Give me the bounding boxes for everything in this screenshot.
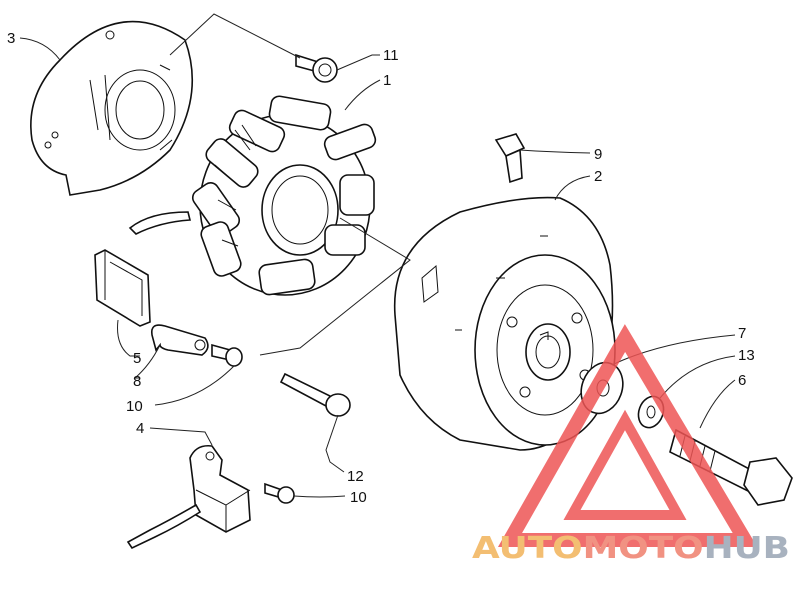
leader-7	[611, 334, 736, 366]
part-10-screw-upper	[211, 343, 243, 367]
leader-8	[133, 344, 161, 379]
watermark-text-moto: MOTO	[583, 531, 704, 566]
callout-5: 5	[133, 350, 141, 367]
leader-6	[699, 379, 736, 429]
callout-6: 6	[738, 372, 746, 389]
part-4-pickup-sensor	[126, 444, 251, 550]
part-11-flange-bolt	[295, 53, 338, 83]
leader-10a	[154, 365, 235, 406]
callout-4: 4	[136, 420, 144, 437]
leader-10b	[293, 495, 346, 498]
leader-lines	[19, 13, 736, 498]
callout-1: 1	[383, 72, 391, 89]
leader-1	[344, 79, 381, 111]
part-1-stator	[128, 95, 377, 296]
leader-5	[117, 319, 140, 357]
part-3-cover-plate	[30, 20, 194, 196]
leader-13	[659, 355, 736, 399]
watermark-text-hub: HUB	[704, 531, 790, 566]
callout-labels: 1 2 3 4 5 6 7 8 9 10 10 11 12 13	[7, 30, 755, 506]
callout-7: 7	[738, 325, 746, 342]
callout-10-upper: 10	[126, 398, 143, 415]
callout-8: 8	[133, 373, 141, 390]
callout-10-lower: 10	[350, 489, 367, 506]
part-10-screw-lower	[264, 482, 295, 504]
leader-9	[519, 149, 591, 154]
part-2-flywheel	[393, 196, 616, 451]
leader-12	[325, 414, 345, 473]
callout-13: 13	[738, 347, 755, 364]
part-9-bolt	[494, 133, 526, 184]
callout-12: 12	[347, 468, 364, 485]
leader-3	[19, 37, 61, 61]
part-5-pad	[94, 249, 151, 327]
callout-3: 3	[7, 30, 15, 47]
part-8-clamp	[150, 324, 209, 356]
leader-4	[149, 427, 213, 446]
callout-2: 2	[594, 168, 602, 185]
part-12-long-bolt	[279, 372, 351, 417]
leader-2	[554, 175, 591, 201]
callout-9: 9	[594, 146, 602, 163]
leader-11	[336, 54, 380, 71]
callout-11: 11	[383, 47, 399, 64]
leader-bracket-mid	[259, 217, 411, 356]
leader-bracket-top	[169, 13, 301, 59]
watermark-triangle-logo	[497, 324, 758, 547]
watermark-text-auto: AUTO	[472, 531, 583, 566]
